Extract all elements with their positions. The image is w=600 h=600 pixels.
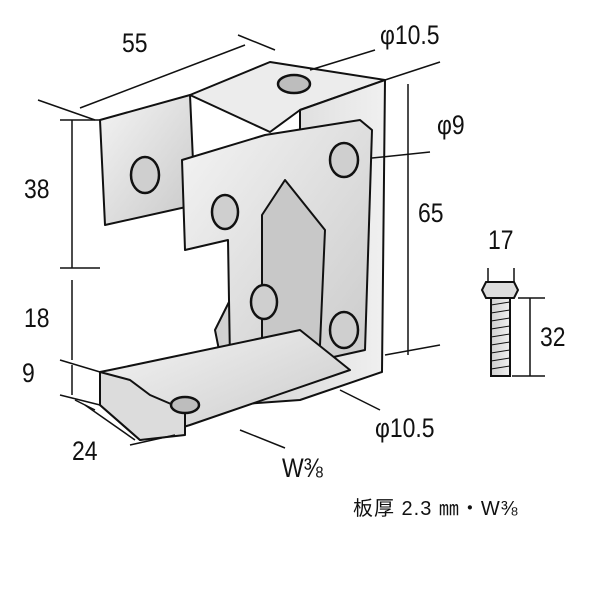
height-mid-label: 18 bbox=[24, 303, 50, 333]
hole-right-upper bbox=[328, 141, 360, 179]
height-total-label: 65 bbox=[418, 198, 444, 228]
hole-middle bbox=[249, 283, 279, 321]
hole-bottom bbox=[169, 395, 201, 415]
hole-left bbox=[129, 155, 161, 195]
bolt-head-label: 17 bbox=[488, 225, 514, 255]
height-upper-label: 38 bbox=[24, 174, 50, 204]
bolt bbox=[480, 281, 520, 377]
dimension-lines bbox=[37, 34, 545, 449]
height-lower-label: 9 bbox=[22, 358, 35, 388]
hole-top-label: φ10.5 bbox=[380, 20, 440, 50]
caption: 板厚 2.3 ㎜・W⅜ bbox=[353, 498, 519, 520]
bolt-thread-label: W⅜ bbox=[282, 453, 323, 483]
width-top-label: 55 bbox=[122, 28, 148, 58]
hole-top bbox=[276, 73, 312, 95]
channel-lip bbox=[99, 371, 186, 441]
hole-front bbox=[210, 193, 240, 231]
hole-side-label: φ9 bbox=[437, 110, 465, 140]
depth-label: 24 bbox=[72, 436, 98, 466]
bolt-length-label: 32 bbox=[540, 322, 566, 352]
bolt-thread-lines bbox=[490, 301, 511, 370]
hole-bottom-label: φ10.5 bbox=[375, 413, 435, 443]
bolt-head bbox=[480, 281, 520, 299]
hole-right-lower bbox=[328, 310, 360, 350]
